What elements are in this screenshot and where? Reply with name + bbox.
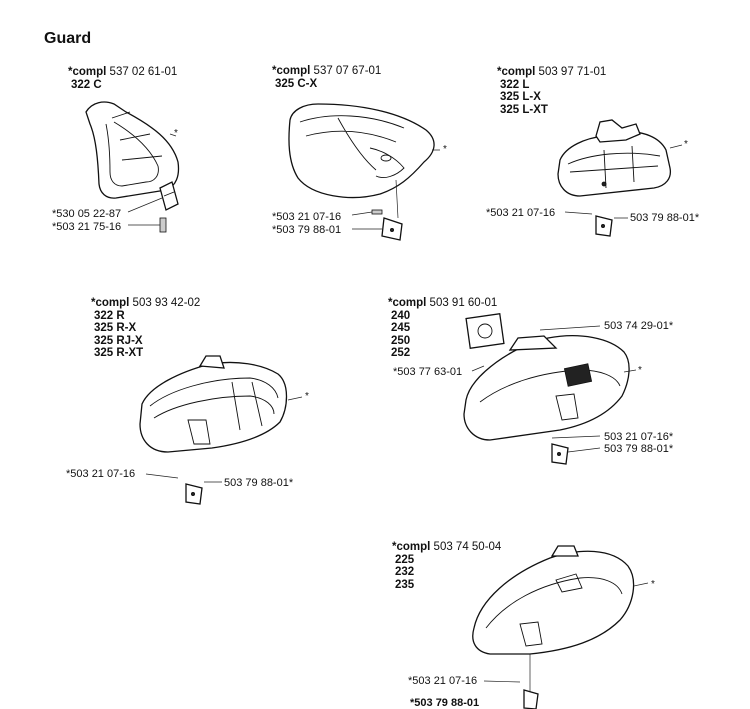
model-label: 322 R [94, 309, 125, 322]
compl-label: *compl [272, 65, 311, 77]
compl-label: *compl [388, 297, 427, 309]
part-number: 503 79 88-01* [604, 443, 674, 455]
compl-number: 537 07 67-01 [313, 65, 382, 77]
compl-number: 537 02 61-01 [109, 66, 178, 78]
asterisk-callout: * [305, 391, 309, 402]
part-number: *503 79 88-01 [410, 697, 480, 709]
group-6-header: *compl 503 74 50-04 225 232 235 [392, 541, 501, 591]
asterisk-callout: * [684, 139, 688, 150]
compl-label: *compl [392, 541, 431, 553]
model-label: 325 R-XT [94, 347, 144, 359]
compl-number: 503 93 42-02 [132, 297, 201, 309]
group-3-header: *compl 503 97 71-01 322 L 325 L-X 325 L-… [497, 66, 606, 116]
part-number: *503 21 07-16 [66, 468, 136, 480]
asterisk-callout: * [443, 144, 447, 155]
guard-322l-drawing [557, 119, 683, 237]
part-number: 503 74 29-01* [604, 320, 674, 332]
part-number: *503 21 07-16 [408, 675, 478, 687]
page-title: Guard [44, 30, 92, 47]
group-4-header: *compl 503 93 42-02 322 R 325 R-X 325 RJ… [91, 297, 200, 360]
compl-label: *compl [497, 66, 536, 78]
compl-label: *compl [91, 297, 130, 309]
model-label: 325 RJ-X [94, 334, 143, 347]
compl-label: *compl [68, 66, 107, 78]
part-number: 503 79 88-01* [224, 477, 294, 489]
model-label: 245 [391, 322, 411, 334]
compl-number: 503 97 71-01 [538, 66, 607, 78]
part-number: *503 77 63-01 [393, 366, 463, 378]
guard-325cx-drawing [288, 103, 440, 241]
part-number: 503 21 07-16* [604, 431, 674, 443]
model-label: 240 [391, 309, 411, 322]
model-label: 322 L [500, 78, 530, 91]
model-label: 325 C-X [275, 77, 318, 90]
model-label: 325 L-XT [500, 103, 548, 116]
part-number: *503 79 88-01 [272, 224, 342, 236]
model-label: 250 [391, 334, 411, 347]
part-number: *530 05 22-87 [52, 208, 122, 220]
asterisk-callout: * [174, 128, 178, 139]
guard-322r-drawing [139, 355, 303, 505]
part-number: *503 21 75-16 [52, 221, 122, 233]
guard-322c-drawing [85, 101, 180, 233]
part-number: *503 21 07-16 [272, 211, 342, 223]
compl-number: 503 74 50-04 [433, 541, 502, 553]
guard-240-drawing [463, 313, 637, 465]
group-5-header: *compl 503 91 60-01 240 245 250 252 [388, 297, 497, 360]
asterisk-callout: * [638, 365, 642, 376]
model-label: 235 [395, 578, 415, 591]
model-label: 325 L-X [500, 91, 541, 103]
part-number: *503 21 07-16 [486, 207, 556, 219]
model-label: 322 C [71, 78, 102, 91]
group-2-header: *compl 537 07 67-01 325 C-X [272, 65, 381, 90]
model-label: 225 [395, 553, 415, 566]
model-label: 252 [391, 347, 411, 359]
guard-225-drawing [472, 545, 649, 709]
group-1-header: *compl 537 02 61-01 322 C [68, 66, 177, 91]
model-label: 232 [395, 566, 415, 578]
compl-number: 503 91 60-01 [429, 297, 498, 309]
asterisk-callout: * [651, 579, 655, 590]
model-label: 325 R-X [94, 322, 137, 334]
part-number: 503 79 88-01* [630, 212, 700, 224]
